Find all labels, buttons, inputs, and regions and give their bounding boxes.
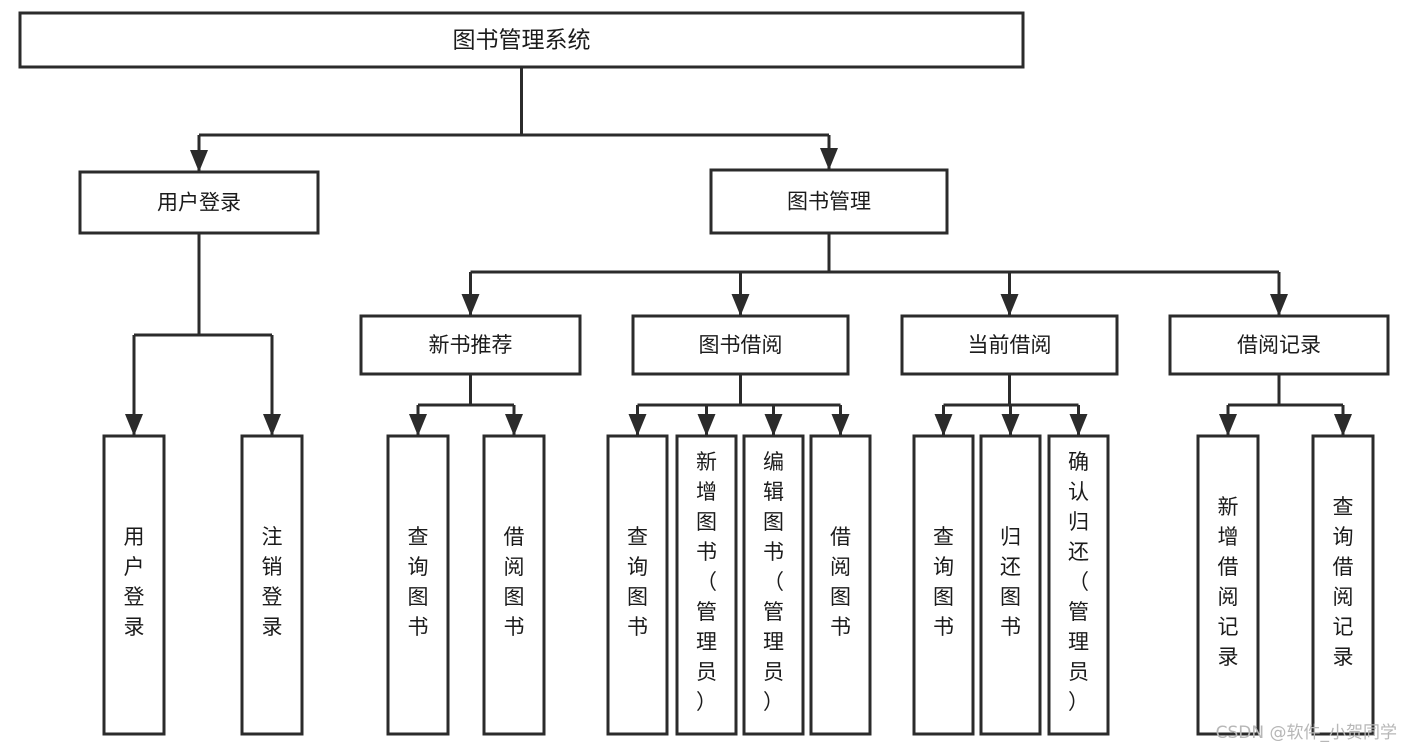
node-leaf-新增借阅记录[interactable]: 新增借阅记录 (1196, 434, 1260, 736)
node-leaf-借阅图书[interactable]: 借阅图书 (482, 434, 546, 736)
arrow-head-icon (1001, 414, 1020, 436)
node-level3-图书借阅[interactable]: 图书借阅 (631, 314, 850, 376)
node-level2-用户登录[interactable]: 用户登录 (78, 170, 320, 235)
node-label-vertical: 查询图书 (627, 525, 648, 639)
node-box (1168, 314, 1390, 376)
arrow-head-icon (125, 414, 143, 436)
csdn-watermark: CSDN @软件_小贺同学 (1215, 723, 1397, 743)
arrow-head-icon (190, 150, 208, 172)
node-label: 借阅记录 (1237, 333, 1321, 357)
node-level3-借阅记录[interactable]: 借阅记录 (1168, 314, 1390, 376)
node-label-vertical: 归还图书 (1000, 525, 1021, 639)
node-label: 图书借阅 (699, 333, 783, 357)
node-label-vertical: 新增图书（管理员） (696, 450, 717, 714)
arrow-head-icon (1270, 294, 1288, 316)
node-box (482, 434, 546, 736)
node-box (1311, 434, 1375, 736)
arrow-head-icon (1219, 414, 1237, 436)
node-label-vertical: 确认归还（管理员） (1068, 450, 1089, 714)
node-box (240, 434, 304, 736)
node-label: 新书推荐 (429, 333, 513, 357)
node-label-vertical: 查询图书 (408, 525, 429, 639)
arrow-head-icon (820, 148, 838, 170)
node-label-vertical: 注销登录 (262, 525, 283, 639)
node-leaf-用户登录[interactable]: 用户登录 (102, 434, 166, 736)
node-label-vertical: 新增借阅记录 (1218, 495, 1239, 669)
arrow-head-icon (764, 414, 783, 436)
arrow-head-icon (1000, 294, 1019, 316)
node-leaf-归还图书[interactable]: 归还图书 (979, 434, 1042, 736)
node-leaf-编辑图书（管理员）[interactable]: 编辑图书（管理员） (742, 434, 805, 736)
node-box (809, 434, 872, 736)
node-label-vertical: 借阅图书 (504, 525, 525, 639)
arrow-head-icon (1069, 414, 1088, 436)
node-label: 当前借阅 (968, 333, 1052, 357)
node-box (709, 168, 949, 235)
node-box (675, 434, 738, 736)
arrow-head-icon (461, 294, 480, 316)
node-level3-当前借阅[interactable]: 当前借阅 (900, 314, 1119, 376)
node-box (18, 11, 1025, 69)
node-label: 图书管理系统 (453, 28, 591, 54)
arrow-head-icon (505, 414, 523, 436)
arrow-head-icon (1334, 414, 1352, 436)
arrow-head-icon (731, 294, 750, 316)
node-leaf-查询图书[interactable]: 查询图书 (386, 434, 450, 736)
node-label-vertical: 查询借阅记录 (1333, 495, 1354, 669)
node-label-vertical: 查询图书 (933, 525, 954, 639)
node-level3-新书推荐[interactable]: 新书推荐 (359, 314, 582, 376)
node-leaf-查询图书[interactable]: 查询图书 (606, 434, 669, 736)
node-leaf-查询借阅记录[interactable]: 查询借阅记录 (1311, 434, 1375, 736)
node-label-vertical: 用户登录 (124, 525, 145, 639)
node-leaf-查询图书[interactable]: 查询图书 (912, 434, 975, 736)
node-label-vertical: 借阅图书 (830, 525, 851, 639)
arrow-head-icon (934, 414, 953, 436)
node-box (979, 434, 1042, 736)
arrow-head-icon (409, 414, 427, 436)
arrow-head-icon (263, 414, 281, 436)
arrow-head-icon (831, 414, 850, 436)
node-box (742, 434, 805, 736)
node-box (102, 434, 166, 736)
node-leaf-新增图书（管理员）[interactable]: 新增图书（管理员） (675, 434, 738, 736)
node-leaf-注销登录[interactable]: 注销登录 (240, 434, 304, 736)
node-root-图书管理系统[interactable]: 图书管理系统 (18, 11, 1025, 69)
node-leaf-确认归还（管理员）[interactable]: 确认归还（管理员） (1047, 434, 1110, 736)
node-box (386, 434, 450, 736)
node-leaf-借阅图书[interactable]: 借阅图书 (809, 434, 872, 736)
arrow-head-icon (697, 414, 716, 436)
node-label-vertical: 编辑图书（管理员） (763, 450, 784, 714)
node-box (606, 434, 669, 736)
node-box (1196, 434, 1260, 736)
node-box (1047, 434, 1110, 736)
node-box (912, 434, 975, 736)
node-level2-图书管理[interactable]: 图书管理 (709, 168, 949, 235)
node-box (78, 170, 320, 235)
arrow-head-icon (628, 414, 647, 436)
node-label: 图书管理 (787, 190, 871, 214)
node-label: 用户登录 (157, 191, 241, 215)
